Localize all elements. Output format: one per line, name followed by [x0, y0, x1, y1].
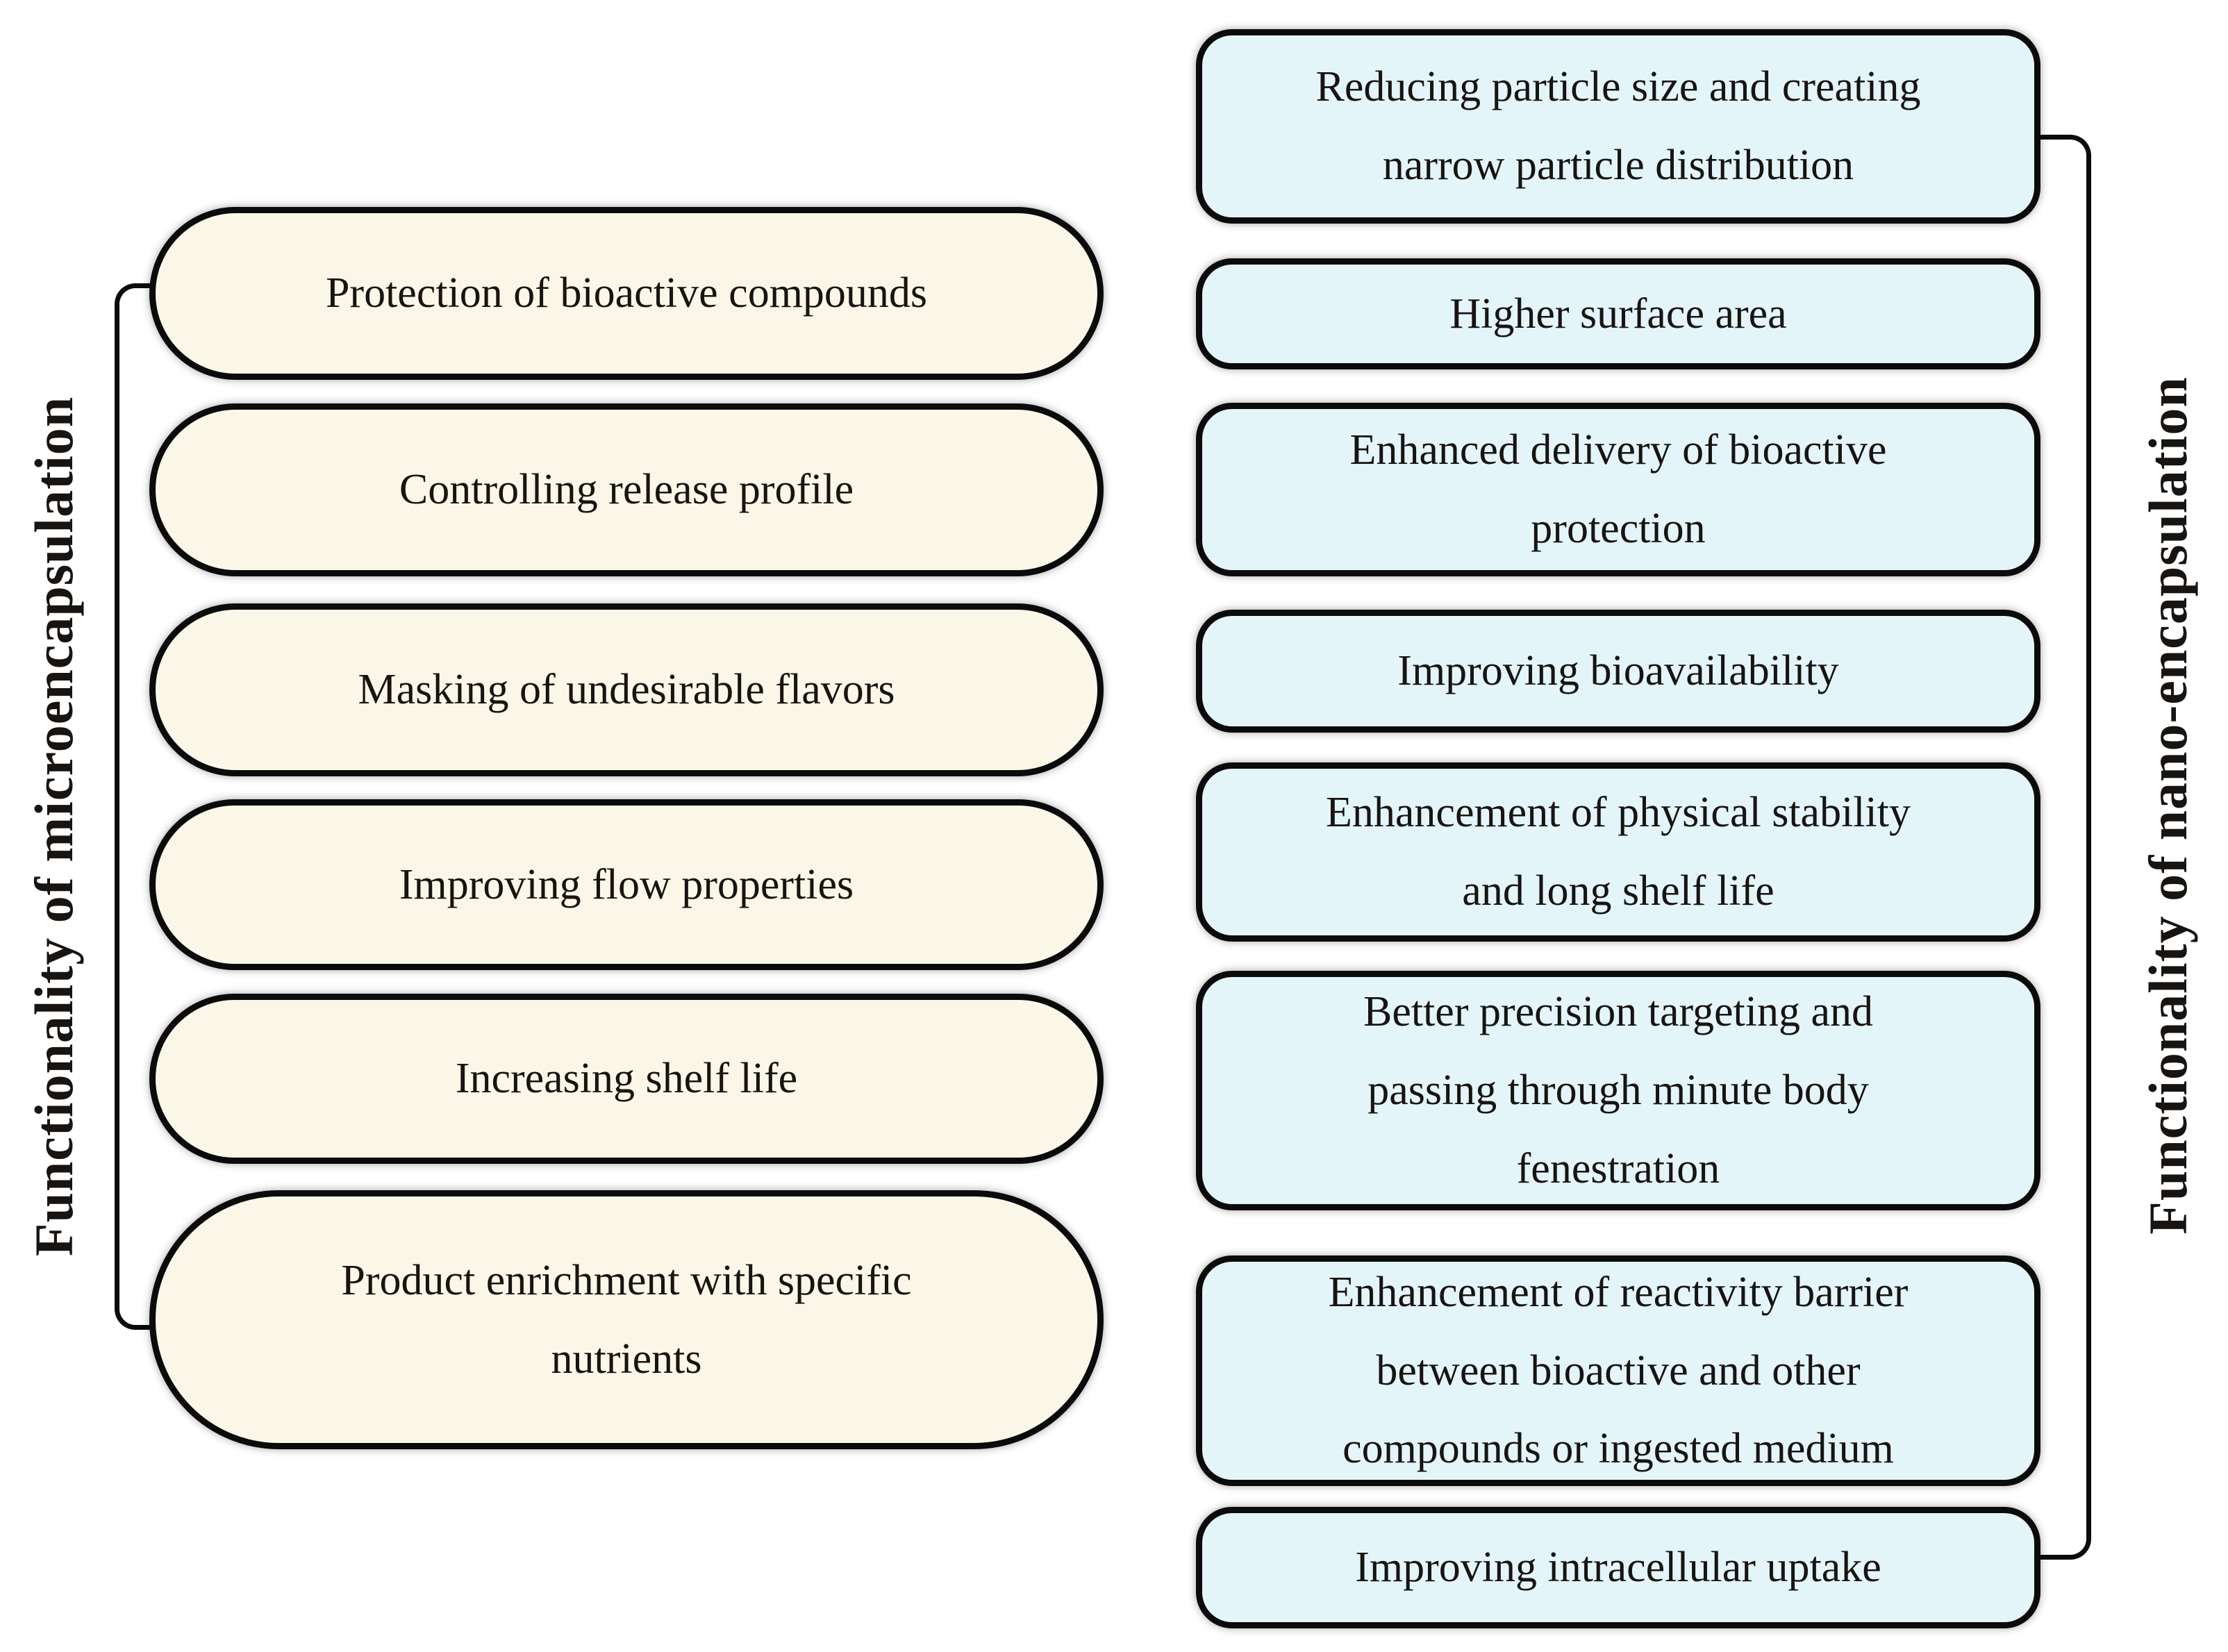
nano-encapsulation-axis-label: Functionality of nano-encapsulation: [2138, 376, 2198, 1235]
micro-item-enrichment: Product enrichment with specific nutrien…: [149, 1190, 1104, 1449]
micro-item-label: Improving flow properties: [399, 860, 854, 908]
micro-item-label: Product enrichment with specific nutrien…: [341, 1256, 912, 1383]
left-bracket: [115, 283, 156, 1330]
micro-item-shelf-life: Increasing shelf life: [149, 994, 1104, 1164]
nano-item-delivery: Enhanced delivery of bioactive protectio…: [1196, 403, 2040, 576]
nano-item-particle-size: Reducing particle size and creating narr…: [1196, 29, 2040, 224]
micro-item-flow: Improving flow properties: [149, 799, 1104, 970]
micro-item-release: Controlling release profile: [149, 403, 1104, 576]
nano-item-label: Enhanced delivery of bioactive protectio…: [1349, 426, 1887, 552]
nano-item-stability: Enhancement of physical stability and lo…: [1196, 762, 2040, 942]
nano-item-reactivity: Enhancement of reactivity barrier betwee…: [1196, 1255, 2040, 1486]
micro-item-protection: Protection of bioactive compounds: [149, 207, 1104, 380]
right-bracket: [2038, 135, 2091, 1560]
nano-item-label: Better precision targeting and passing t…: [1363, 988, 1873, 1192]
microencapsulation-axis-label: Functionality of microencapsulation: [24, 396, 84, 1257]
micro-item-label: Protection of bioactive compounds: [325, 269, 928, 317]
nano-item-surface-area: Higher surface area: [1196, 258, 2040, 369]
nano-item-uptake: Improving intracellular uptake: [1196, 1507, 2040, 1628]
nano-item-label: Improving intracellular uptake: [1355, 1544, 1881, 1592]
nano-item-label: Reducing particle size and creating narr…: [1315, 63, 1921, 189]
micro-item-label: Increasing shelf life: [455, 1055, 798, 1103]
nano-item-label: Improving bioavailability: [1397, 647, 1839, 695]
nano-item-label: Enhancement of physical stability and lo…: [1326, 789, 1911, 915]
nano-item-label: Enhancement of reactivity barrier betwee…: [1328, 1268, 1909, 1473]
micro-item-masking: Masking of undesirable flavors: [149, 603, 1104, 776]
nano-item-label: Higher surface area: [1449, 290, 1787, 337]
micro-item-label: Controlling release profile: [399, 466, 854, 514]
micro-item-label: Masking of undesirable flavors: [358, 666, 895, 714]
nano-item-targeting: Better precision targeting and passing t…: [1196, 971, 2040, 1210]
nano-item-bioavailability: Improving bioavailability: [1196, 610, 2040, 733]
